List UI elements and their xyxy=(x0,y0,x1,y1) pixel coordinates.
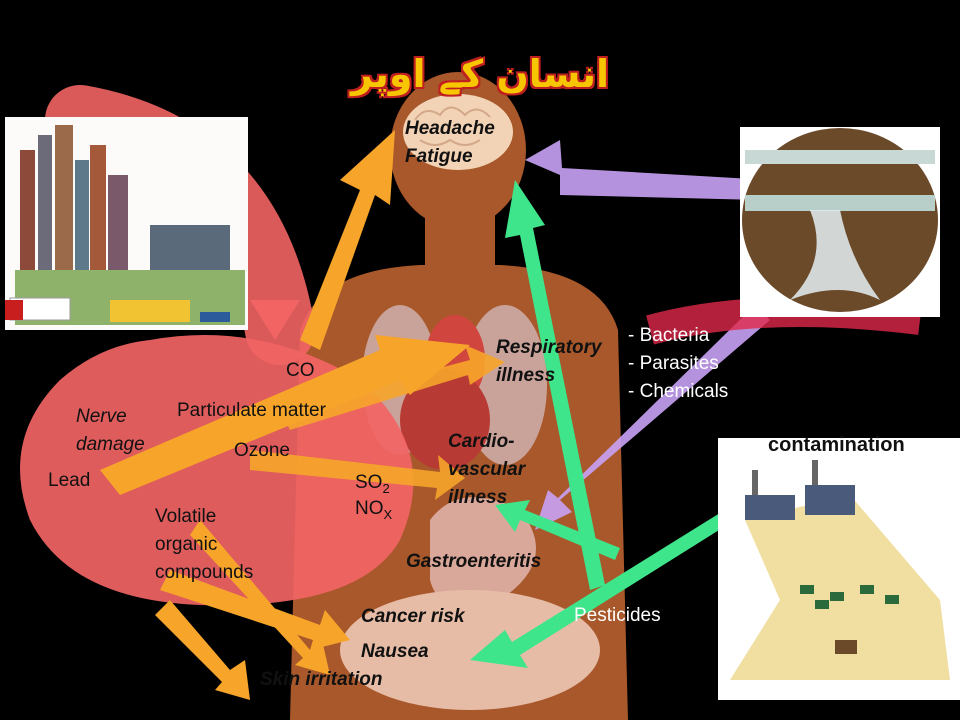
label-bacteria: - Bacteria xyxy=(628,325,710,346)
label-fatigue: Fatigue xyxy=(405,146,473,167)
label-gastroenteritis: Gastroenteritis xyxy=(406,551,542,572)
label-parasites: - Parasites xyxy=(628,353,719,374)
label-chemicals: - Chemicals xyxy=(628,381,729,402)
label-so2: SO2 xyxy=(355,472,390,496)
label-cardio-1: Cardio- xyxy=(448,431,515,452)
label-voc-3: compounds xyxy=(155,562,254,583)
green-arrows xyxy=(470,180,735,668)
label-particulate-matter: Particulate matter xyxy=(177,400,326,421)
label-voc-2: organic xyxy=(155,534,218,555)
city-pollution-image xyxy=(5,117,248,330)
farm-soil-image xyxy=(718,438,960,700)
label-voc-1: Volatile xyxy=(155,506,217,527)
label-co: CO xyxy=(286,360,315,381)
label-nausea: Nausea xyxy=(361,641,429,662)
orange-arrows xyxy=(100,130,505,700)
label-ozone: Ozone xyxy=(234,440,290,461)
label-pesticides: Pesticides xyxy=(574,605,661,626)
label-headache: Headache xyxy=(405,118,495,139)
label-cardio-3: illness xyxy=(448,487,508,508)
water-contamination-image xyxy=(740,127,940,317)
purple-arrows xyxy=(525,140,770,530)
label-contamination: contamination xyxy=(768,434,905,456)
label-nerve-damage-2: damage xyxy=(76,434,145,455)
label-nox: NOX xyxy=(355,498,393,522)
label-respiratory-2: illness xyxy=(496,365,556,386)
label-cancer-risk: Cancer risk xyxy=(361,606,465,627)
label-lead: Lead xyxy=(48,470,91,491)
label-nerve-damage-1: Nerve xyxy=(76,406,127,427)
label-skin-irritation: Skin irritation xyxy=(260,669,383,690)
page-title: انسان کے اوپر xyxy=(350,52,610,96)
label-cardio-2: vascular xyxy=(448,459,526,480)
label-respiratory-1: Respiratory xyxy=(496,337,602,358)
